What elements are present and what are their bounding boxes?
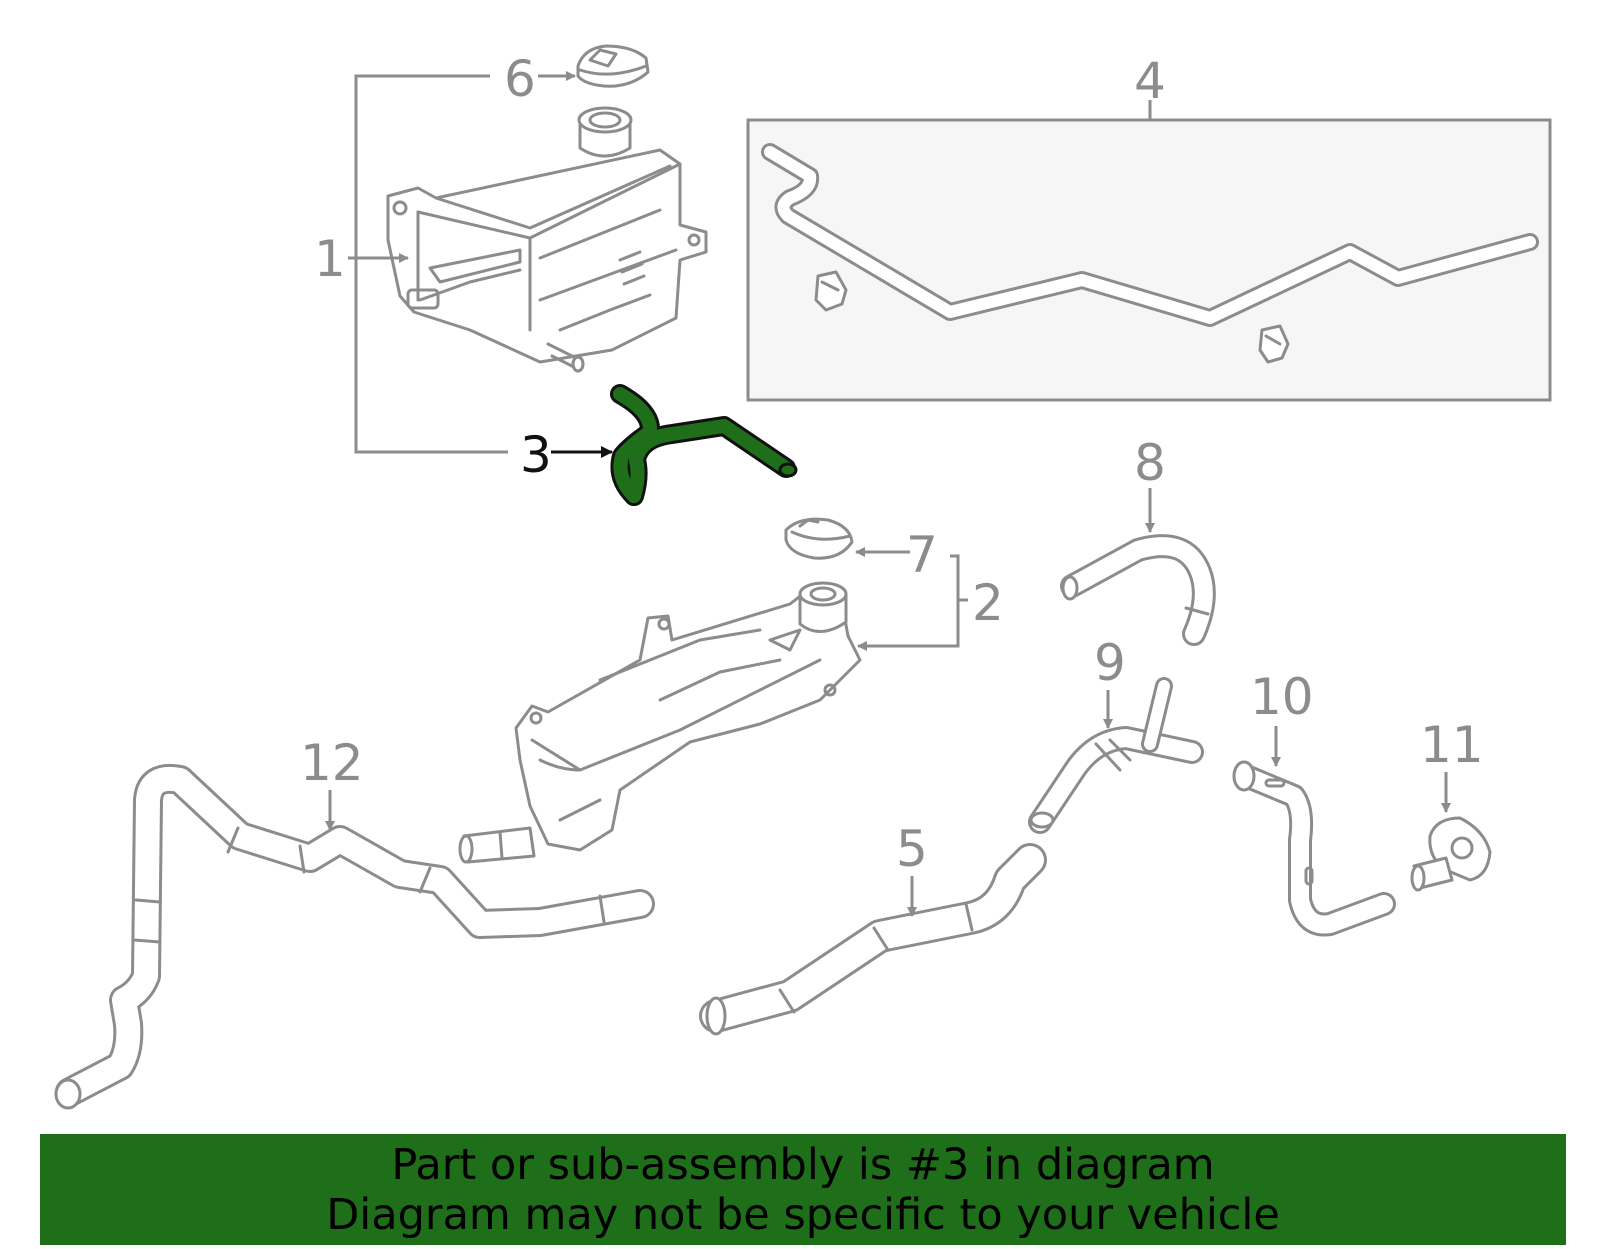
callout-1: 1	[314, 230, 346, 288]
hose-part-8	[1060, 534, 1216, 646]
callout-5: 5	[896, 820, 928, 878]
hose-part-5	[699, 843, 1047, 1036]
hose-part-10	[1232, 760, 1396, 937]
info-banner: Part or sub-assembly is #3 in diagram Di…	[40, 1134, 1566, 1245]
banner-line-1: Part or sub-assembly is #3 in diagram	[391, 1139, 1215, 1190]
hose-part-9	[1028, 677, 1204, 834]
reservoir-tank-part-1	[386, 106, 708, 373]
reservoir-tank-part-2	[458, 581, 862, 864]
callout-7: 7	[906, 526, 938, 584]
sensor-part-11	[1410, 816, 1492, 892]
callout-8: 8	[1134, 434, 1166, 492]
highlighted-hose-part-3	[610, 384, 798, 506]
bracket-1-3	[348, 71, 613, 458]
cap-part-6	[576, 44, 650, 88]
callout-10: 10	[1250, 668, 1314, 726]
callout-3: 3	[520, 426, 552, 484]
callout-2: 2	[972, 574, 1004, 632]
callout-12: 12	[300, 734, 364, 792]
callout-6: 6	[504, 50, 536, 108]
cap-part-7	[784, 517, 854, 560]
callout-11: 11	[1420, 716, 1484, 774]
pipe-assembly-part-4	[746, 100, 1552, 402]
hose-part-12	[54, 764, 655, 1110]
callout-9: 9	[1094, 634, 1126, 692]
banner-line-2: Diagram may not be specific to your vehi…	[326, 1189, 1280, 1240]
callout-4: 4	[1134, 52, 1166, 110]
